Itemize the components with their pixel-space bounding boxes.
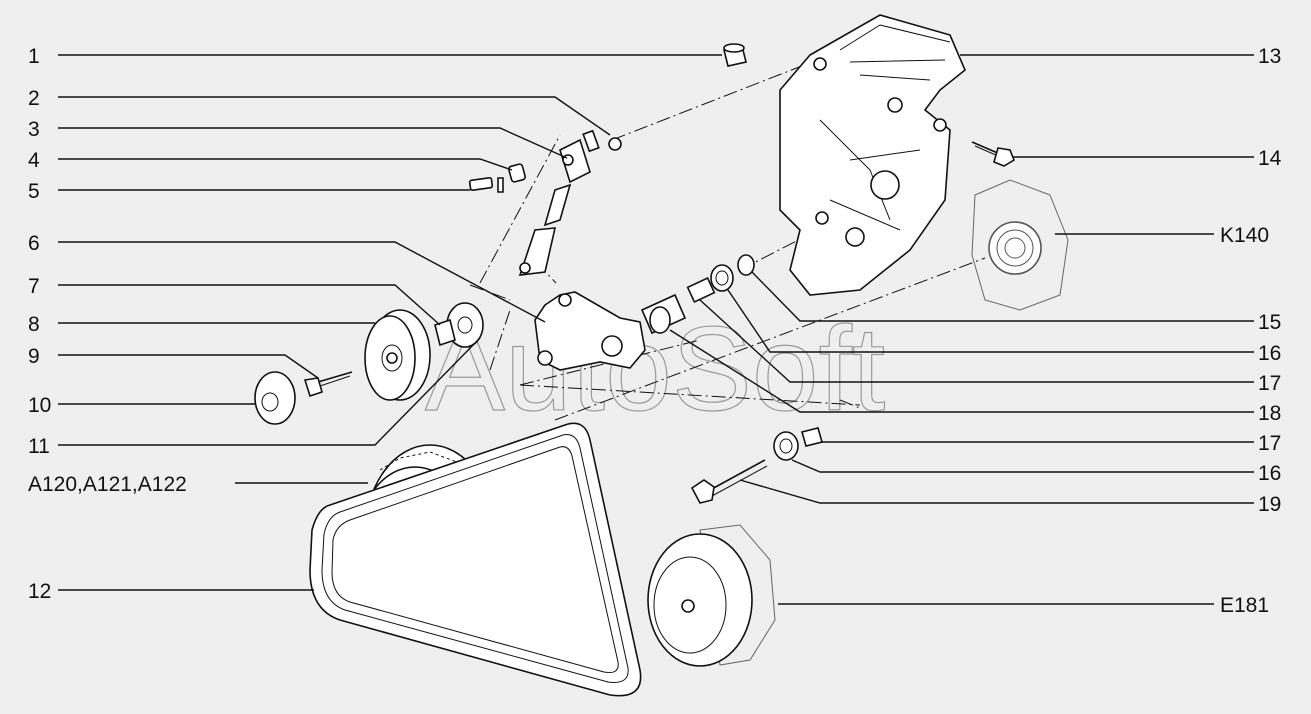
callout-a120: A120,A121,A122 xyxy=(28,473,187,496)
callout-16: 16 xyxy=(1258,342,1281,365)
callout-2: 2 xyxy=(28,87,40,110)
right-callouts: 13 14 K140 15 16 17 18 17 16 19 E181 xyxy=(1220,45,1282,617)
callout-6: 6 xyxy=(28,232,40,255)
pivot-bolt xyxy=(690,427,823,504)
idler-pulley-assembly xyxy=(254,302,484,425)
drive-belt xyxy=(309,422,642,697)
left-callouts: 1 2 3 4 5 6 7 8 9 10 11 A120,A121,A122 1… xyxy=(28,45,187,603)
callout-17-lower: 17 xyxy=(1258,432,1281,455)
callout-18: 18 xyxy=(1258,402,1281,425)
callout-9: 9 xyxy=(28,345,40,368)
callout-5: 5 xyxy=(28,180,40,203)
callout-11: 11 xyxy=(28,435,50,458)
callout-15: 15 xyxy=(1258,311,1281,334)
pivot-bushings xyxy=(640,254,755,335)
callout-8: 8 xyxy=(28,313,40,336)
cap xyxy=(723,43,747,67)
callout-7: 7 xyxy=(28,275,40,298)
callout-10: 10 xyxy=(28,394,51,417)
callout-3: 3 xyxy=(28,118,40,141)
tensioner-arm xyxy=(534,291,646,371)
callout-17: 17 xyxy=(1258,372,1281,395)
tensioner-damper xyxy=(468,129,622,276)
callout-k140: K140 xyxy=(1220,224,1269,247)
callout-4: 4 xyxy=(28,149,40,172)
leader-lines xyxy=(58,54,1254,605)
ac-compressor xyxy=(647,524,776,667)
callout-e181: E181 xyxy=(1220,594,1269,617)
alternator-bracket xyxy=(779,14,966,296)
callout-12: 12 xyxy=(28,580,51,603)
callout-14: 14 xyxy=(1258,147,1282,170)
callout-16-lower: 16 xyxy=(1258,462,1281,485)
bracket-bolt xyxy=(971,141,1015,167)
callout-19: 19 xyxy=(1258,493,1281,516)
alternator xyxy=(971,179,1069,311)
callout-13: 13 xyxy=(1258,45,1281,68)
callout-1: 1 xyxy=(28,45,40,68)
assembly-axes xyxy=(469,61,986,421)
